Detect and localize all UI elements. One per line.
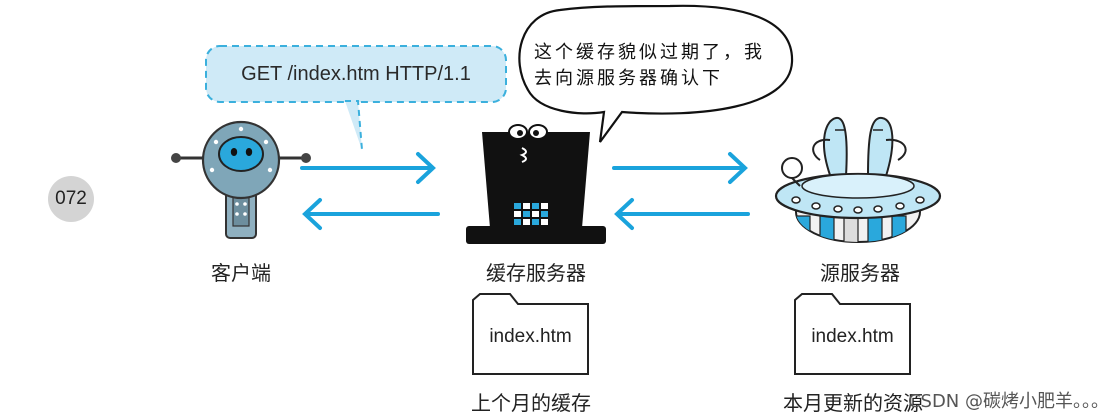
- arrow-origin-to-cache: [614, 198, 750, 230]
- watermark: CSDN @碳烤小肥羊。。。: [907, 391, 1109, 412]
- client-label: 客户端: [211, 261, 271, 285]
- speech-line-1: 这个缓存貌似过期了，我: [534, 42, 765, 63]
- arrow-client-to-cache: [300, 152, 436, 184]
- cache-server-label: 缓存服务器: [486, 261, 586, 285]
- ufo-origin-server-icon: [774, 116, 942, 243]
- document-origin-icon: [794, 293, 911, 375]
- origin-doc-caption: 本月更新的资源: [783, 391, 923, 415]
- origin-server-label: 源服务器: [820, 261, 900, 285]
- arrow-cache-to-client: [302, 198, 440, 230]
- arrow-cache-to-origin: [612, 152, 748, 184]
- speech-line-2: 去向源服务器确认下: [534, 68, 723, 89]
- request-bubble-shape: [205, 45, 507, 151]
- top-hat-cache-server-icon: [466, 124, 606, 244]
- speech-bubble-text: 这个缓存貌似过期了，我 去向源服务器确认下: [534, 40, 784, 92]
- speech-bubble-shape: [518, 4, 794, 143]
- cache-doc-caption: 上个月的缓存: [471, 391, 591, 415]
- page-number-badge: 072: [48, 176, 94, 222]
- cache-doc-filename: index.htm: [489, 326, 572, 347]
- request-line-text: GET /index.htm HTTP/1.1: [241, 62, 471, 85]
- robot-client-icon: [171, 120, 311, 239]
- origin-doc-filename: index.htm: [811, 326, 894, 347]
- document-cache-icon: [472, 293, 589, 375]
